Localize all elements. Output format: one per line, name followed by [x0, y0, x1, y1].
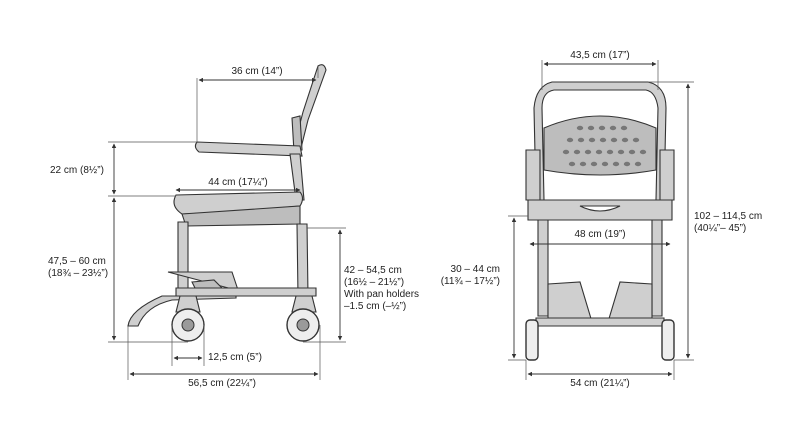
side-view-dimensions: [108, 66, 346, 380]
backrest-hole: [599, 137, 607, 143]
seat-height-label: 47,5 – 60 cm (18¾ – 23½”): [48, 256, 108, 280]
backrest-holes: [562, 125, 647, 167]
leg-height-label: 30 – 44 cm (11¾ – 17½”): [441, 264, 500, 288]
backrest-hole: [617, 149, 625, 155]
front-view-dimensions: [508, 60, 694, 380]
backrest-hole: [612, 161, 620, 167]
seat-height-line2: (18¾ – 23½”): [48, 268, 109, 279]
total-height-label: 102 – 114,5 cm (40¼”– 45”): [694, 211, 762, 235]
backrest-hole: [584, 149, 592, 155]
side-view-chair: [127, 64, 327, 342]
backrest-hole: [587, 125, 595, 131]
backrest-hole: [601, 161, 609, 167]
backrest-hole: [590, 161, 598, 167]
total-height-line1: 102 – 114,5 cm: [694, 211, 763, 222]
total-height-line2: (40¼”– 45”): [694, 223, 747, 234]
backrest-hole: [609, 125, 617, 131]
overall-length-label: 56,5 cm (22¼”): [188, 378, 256, 389]
backrest-hole: [620, 125, 628, 131]
backrest-hole: [568, 161, 576, 167]
backrest-hole: [576, 125, 584, 131]
backrest-hole: [632, 137, 640, 143]
backrest-hole: [579, 161, 587, 167]
backrest-hole: [610, 137, 618, 143]
backrest-hole: [606, 149, 614, 155]
seat-height-line1: 47,5 – 60 cm: [48, 256, 106, 267]
backrest-hole: [598, 125, 606, 131]
backrest-hole: [562, 149, 570, 155]
armrest-height-label: 22 cm (8½”): [50, 165, 104, 176]
backrest-hole: [577, 137, 585, 143]
pan-height-line1: 42 – 54,5 cm: [344, 265, 402, 276]
backrest-hole: [595, 149, 603, 155]
backrest-hole: [628, 149, 636, 155]
seat-depth-label: 44 cm (17¼”): [208, 177, 268, 188]
seat-width-label: 48 cm (19”): [574, 229, 626, 240]
pan-height-label: 42 – 54,5 cm (16½ – 21½”) With pan holde…: [344, 265, 419, 313]
backrest-width-label: 43,5 cm (17”): [570, 50, 630, 61]
wheel-size-label: 12,5 cm (5”): [208, 352, 262, 363]
leg-height-line1: 30 – 44 cm: [450, 264, 500, 275]
backrest-depth-label: 36 cm (14”): [231, 66, 283, 77]
leg-height-line2: (11¾ – 17½”): [440, 276, 500, 287]
backrest-hole: [623, 161, 631, 167]
pan-height-line2: (16½ – 21½”): [344, 277, 405, 288]
backrest-hole: [634, 161, 642, 167]
backrest-hole: [588, 137, 596, 143]
backrest-hole: [639, 149, 647, 155]
backrest-hole: [566, 137, 574, 143]
pan-height-line4: –1.5 cm (–½”): [344, 301, 407, 312]
backrest-hole: [621, 137, 629, 143]
front-view-chair: [525, 81, 675, 361]
overall-width-label: 54 cm (21¼”): [570, 378, 630, 389]
pan-height-line3: With pan holders: [344, 289, 420, 300]
backrest-hole: [573, 149, 581, 155]
